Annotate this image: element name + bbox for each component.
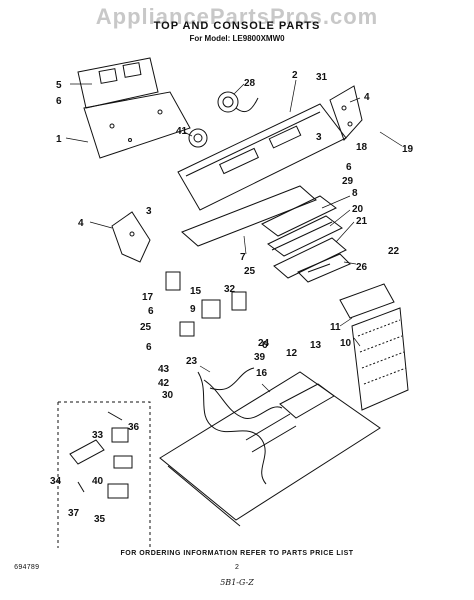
page-title: TOP AND CONSOLE PARTS <box>153 20 321 32</box>
filter-housing-part <box>339 283 409 411</box>
callout-2: 2 <box>292 70 298 81</box>
callout-31: 31 <box>316 72 328 83</box>
timer-part <box>217 91 259 113</box>
handwritten-code: 5B1-G-Z <box>220 578 254 587</box>
callout-6e: 6 <box>262 340 268 351</box>
callout-6c: 6 <box>148 306 154 317</box>
callout-30: 30 <box>162 390 174 401</box>
page-number: 2 <box>235 564 239 571</box>
callout-39: 39 <box>254 352 266 363</box>
ordering-note: FOR ORDERING INFORMATION REFER TO PARTS … <box>120 550 354 557</box>
callout-13: 13 <box>310 340 322 351</box>
callout-22: 22 <box>388 246 400 257</box>
switch-part <box>188 128 208 148</box>
callout-43: 43 <box>158 364 170 375</box>
callout-labels: 5 6 1 28 41 2 31 4 3 18 19 6 29 8 20 21 … <box>50 70 414 525</box>
mounting-plate-part <box>181 185 317 247</box>
callout-20: 20 <box>352 204 364 215</box>
callout-4-left: 4 <box>78 218 84 229</box>
callout-21: 21 <box>356 216 368 227</box>
callout-41: 40 <box>92 476 104 487</box>
callout-10: 10 <box>340 338 352 349</box>
callout-6d: 6 <box>146 342 152 353</box>
callout-5: 5 <box>56 80 62 91</box>
inset-parts <box>69 411 133 499</box>
model-number: For Model: LE9800XMW0 <box>189 34 285 43</box>
callout-9: 9 <box>190 304 196 315</box>
relay-part <box>165 271 247 337</box>
keypad-part <box>297 253 351 283</box>
callout-12: 12 <box>286 348 298 359</box>
callout-15: 15 <box>190 286 202 297</box>
callout-37: 37 <box>68 508 80 519</box>
callout-29: 29 <box>342 176 354 187</box>
top-cover-part <box>159 371 381 527</box>
watermark: AppliancePartsPros.com <box>95 4 379 29</box>
callout-19: 19 <box>402 144 414 155</box>
callout-25-bottom: 25 <box>140 322 152 333</box>
callout-7: 7 <box>240 252 246 263</box>
end-cap-left-part <box>111 211 151 263</box>
leader-lines <box>65 79 403 393</box>
callout-28: 28 <box>244 78 256 89</box>
callout-6: 6 <box>56 96 62 107</box>
callout-33: 33 <box>92 430 104 441</box>
end-cap-right-part <box>329 85 363 141</box>
callout-17: 17 <box>142 292 154 303</box>
callout-36: 36 <box>128 422 140 433</box>
control-board-part <box>273 237 347 279</box>
document-number: 694789 <box>14 564 40 572</box>
callout-3-left: 3 <box>146 206 152 217</box>
callout-35: 35 <box>94 514 106 525</box>
callout-23: 23 <box>186 356 198 367</box>
callout-24-visible: 24 <box>258 338 270 349</box>
callout-6b: 6 <box>346 162 352 173</box>
callout-26: 26 <box>356 262 368 273</box>
callout-8: 8 <box>352 188 358 199</box>
callout-42: 42 <box>158 378 170 389</box>
callout-25-top: 25 <box>244 266 256 277</box>
overlay-plate-part <box>267 215 343 257</box>
inset-box <box>57 401 151 548</box>
callout-34: 34 <box>50 476 62 487</box>
callout-18: 18 <box>356 142 368 153</box>
callout-4-right: 4 <box>364 92 370 103</box>
callout-16: 16 <box>256 368 268 379</box>
callout-11: 11 <box>330 322 341 333</box>
display-plate-part <box>261 195 337 237</box>
back-panel-part <box>83 91 191 159</box>
callout-3-top: 3 <box>316 132 322 143</box>
back-bracket-part <box>77 57 159 109</box>
wiring-harness-part <box>197 367 283 485</box>
callout-32: 32 <box>224 284 236 295</box>
callout-1: 1 <box>56 134 62 145</box>
console-panel-part <box>177 103 347 211</box>
callout-40: 41 <box>176 126 188 137</box>
